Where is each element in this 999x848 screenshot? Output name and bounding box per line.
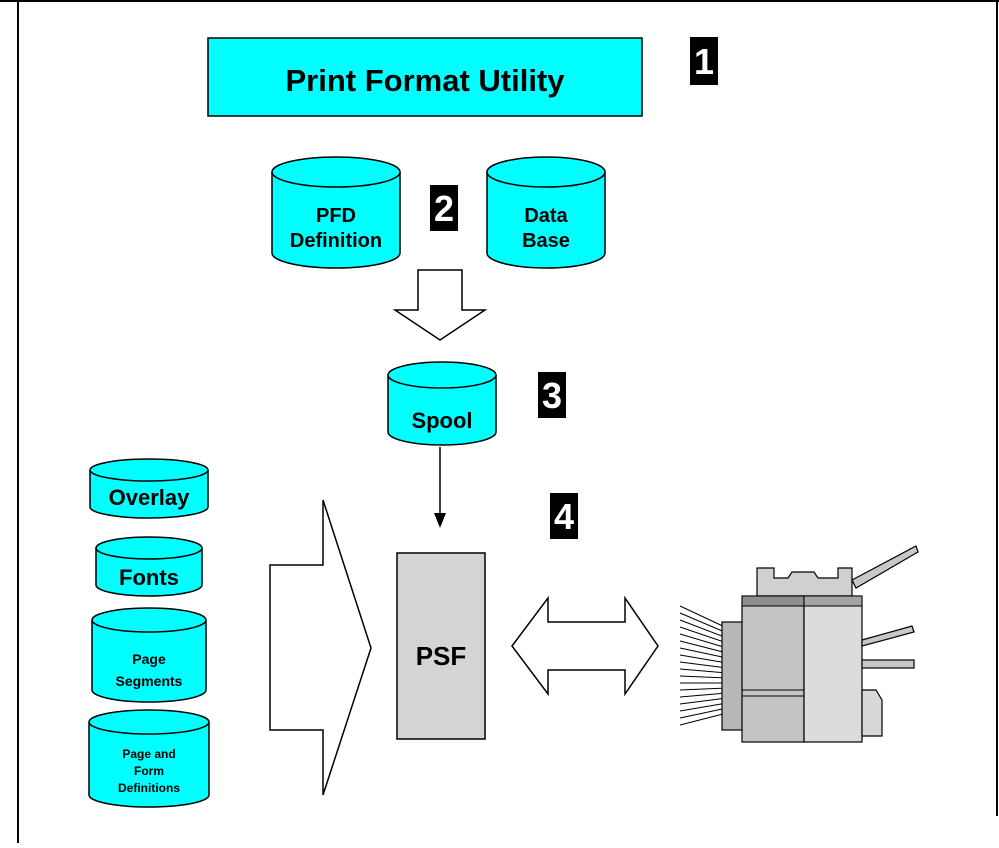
spool-cylinder: Spool (387, 361, 497, 446)
pfd-label-line2: Definition (290, 230, 382, 252)
page-segments-line1: Page (132, 651, 166, 667)
step-badge-4: 4 (550, 493, 578, 539)
spool-to-psf-arrow (434, 447, 446, 528)
page-form-definitions-cylinder: Page and Form Definitions (88, 709, 210, 808)
page-segments-cylinder: Page Segments (91, 607, 207, 703)
svg-text:2: 2 (434, 188, 454, 229)
page-form-line2: Form (134, 764, 164, 778)
down-flow-arrow (392, 269, 488, 341)
page-form-line3: Definitions (118, 781, 180, 795)
step-badge-2: 2 (430, 185, 458, 231)
step-badge-3: 3 (538, 372, 566, 418)
psf-label: PSF (416, 641, 467, 671)
pfd-definition-cylinder: PFD Definition (271, 156, 401, 269)
psf-box: PSF (396, 552, 486, 740)
svg-text:4: 4 (554, 496, 574, 537)
pfd-label-line1: PFD (316, 205, 356, 227)
fonts-cylinder: Fonts (95, 536, 203, 597)
database-label-line1: Data (524, 205, 568, 227)
paper-output-lines-icon (679, 605, 728, 726)
resources-to-psf-arrow (269, 499, 372, 796)
printer-icon (679, 545, 919, 743)
page-form-line1: Page and (122, 747, 175, 761)
svg-text:3: 3 (542, 375, 562, 416)
svg-text:1: 1 (694, 41, 714, 82)
database-cylinder: Data Base (486, 156, 606, 269)
title-text: Print Format Utility (285, 63, 565, 98)
step-badge-1: 1 (690, 37, 718, 85)
page-segments-line2: Segments (116, 673, 183, 689)
spool-label: Spool (411, 408, 472, 433)
fonts-label: Fonts (119, 565, 179, 590)
overlay-label: Overlay (109, 485, 190, 510)
database-label-line2: Base (522, 230, 570, 252)
title-box: Print Format Utility (207, 37, 643, 117)
psf-printer-double-arrow (511, 595, 659, 697)
overlay-cylinder: Overlay (89, 458, 209, 519)
